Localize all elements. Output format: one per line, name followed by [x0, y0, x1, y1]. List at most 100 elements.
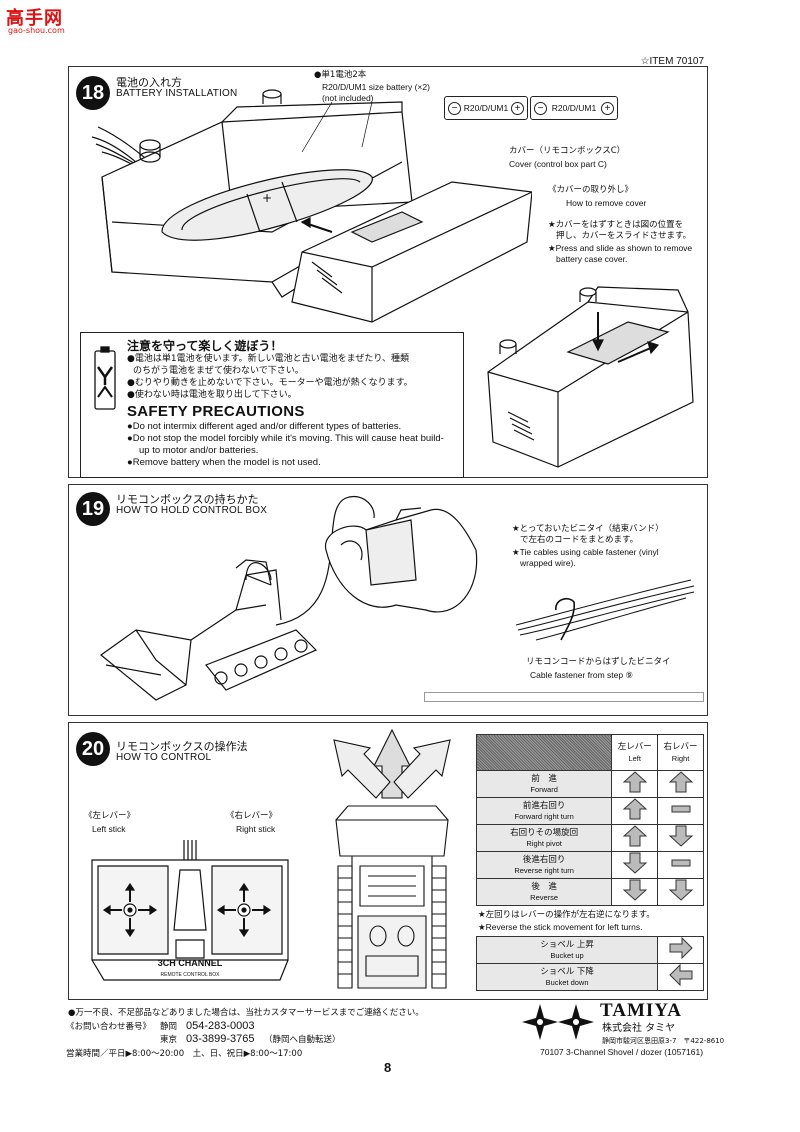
divider-strip — [424, 692, 704, 702]
inquiry-label: 《お問い合わせ番号》 — [66, 1022, 152, 1032]
phone-shizuoka: 054-283-0003 — [186, 1020, 255, 1032]
safety-precautions-box: 注意を守って楽しく遊ぼう！ ●電池は単1電池を使います。新しい電池と古い電池をま… — [80, 332, 464, 478]
arrow-left-icon — [657, 963, 704, 991]
cable-fastener-illustration — [516, 579, 695, 641]
city-tokyo: 東京 — [160, 1035, 178, 1045]
remove-note-en1: ★Press and slide as shown to remove — [548, 243, 693, 253]
battery-plus: + — [601, 101, 614, 115]
battery-plus: + — [511, 101, 524, 115]
battery-note-jp: ●単1電池2本 — [314, 70, 367, 80]
tie-note-jp2: で左右のコードをまとめます。 — [520, 535, 639, 545]
phone-tokyo: 03-3899-3765 — [186, 1033, 255, 1045]
arrow-up-icon — [611, 824, 659, 852]
arrow-down-icon — [657, 878, 704, 906]
safety-jp-line-2: のちがう電池をまぜて使わないで下さい。 — [133, 366, 304, 376]
control-box-diagram: 3CH CHANNEL REMOTE CONTROL BOX — [91, 840, 289, 981]
svg-text:+: + — [262, 191, 272, 205]
arrow-down-icon — [657, 824, 704, 852]
watermark-title: 高手网 — [6, 8, 63, 29]
battery-note-en1: R20/D/UM1 size battery (×2) — [322, 82, 430, 92]
city-shizuoka: 静岡 — [160, 1022, 178, 1032]
step-20-title-en: HOW TO CONTROL — [116, 752, 212, 763]
safety-en-line-4: ●Remove battery when the model is not us… — [127, 457, 321, 468]
remove-cover-title-en: How to remove cover — [566, 198, 647, 208]
step-20-number: 20 — [76, 732, 110, 766]
step-18-number: 18 — [76, 76, 110, 110]
vehicle-top-view-illustration — [333, 728, 451, 989]
company-name: 株式会社 タミヤ — [602, 1023, 676, 1034]
safety-jp-line-4: ●使わない時は電池を取り出して下さい。 — [127, 390, 297, 400]
remove-cover-title-jp: 《カバーの取り外し》 — [548, 185, 634, 195]
remove-cover-illustration — [487, 286, 694, 468]
neutral-bar-icon — [657, 851, 704, 879]
remove-note-jp2: 押し、カバーをスライドさせます。 — [556, 231, 692, 241]
auto-forward-note: （静岡へ自動転送） — [264, 1035, 341, 1045]
step-19-title-en: HOW TO HOLD CONTROL BOX — [116, 505, 268, 516]
safety-en-line-1: ●Do not intermix different aged and/or d… — [127, 421, 402, 432]
safety-title-jp: 注意を守って楽しく遊ぼう！ — [127, 339, 283, 353]
footer-note: ●万一不良、不足部品などありました場合は、当社カスタマーサービスまでご連絡くださ… — [68, 1008, 424, 1018]
arrow-down-icon — [611, 878, 659, 906]
safety-jp-line-3: ●むりやり動きを止めないで下さい。モーターや電池が熱くなります。 — [127, 378, 413, 388]
cover-label-en: Cover (control box part C) — [509, 159, 607, 169]
warning-battery-icon — [94, 346, 116, 410]
cover-label-jp: カバー（リモコンボックスC） — [509, 146, 626, 156]
battery-label: R20/D/UM1 — [463, 103, 509, 113]
item-code: ☆ITEM 70107 — [640, 56, 704, 67]
arrow-right-icon — [657, 936, 704, 964]
tie-note-en2: wrapped wire). — [520, 558, 576, 568]
control-box-label: 3CH CHANNEL — [158, 958, 223, 968]
battery-install-illustration: + — [91, 89, 532, 323]
tie-note-en1: ★Tie cables using cable fastener (vinyl — [512, 547, 659, 557]
battery-label: R20/D/UM1 — [551, 103, 597, 113]
table-header-shade — [475, 734, 613, 771]
battery-icon-2: − R20/D/UM1 + — [530, 96, 618, 120]
step-18-title-jp: 電池の入れ方 — [116, 76, 182, 89]
safety-jp-line-1: ●電池は単1電池を使います。新しい電池と古い電池をまぜたり、種類 — [127, 354, 410, 364]
step-19-number: 19 — [76, 492, 110, 526]
left-stick-en: Left stick — [92, 824, 126, 834]
battery-note-en2: (not included) — [322, 93, 374, 103]
page-number: 8 — [384, 1060, 392, 1075]
watermark-logo: 高手网 gao-shou.com — [4, 4, 86, 36]
left-stick-jp: 《左レバー》 — [84, 811, 136, 821]
right-stick-en: Right stick — [236, 824, 276, 834]
step-19-title-jp: リモコンボックスの持ちかた — [116, 493, 259, 506]
safety-en-line-3: up to motor and/or batteries. — [139, 445, 259, 456]
safety-title-en: SAFETY PRECAUTIONS — [127, 403, 305, 420]
step-20-title-jp: リモコンボックスの操作法 — [116, 740, 248, 753]
product-code: 70107 3-Channel Shovel / dozer (1057161) — [540, 1047, 704, 1057]
control-box-sub: REMOTE CONTROL BOX — [161, 972, 221, 978]
left-turn-note-en: ★Reverse the stick movement for left tur… — [478, 922, 643, 932]
fastener-label-en: Cable fastener from step ⑨ — [530, 670, 634, 680]
fastener-label-jp: リモコンコードからはずしたビニタイ — [526, 657, 671, 667]
hold-control-box-illustration — [100, 496, 478, 701]
remove-note-jp1: ★カバーをはずすときは図の位置を — [548, 220, 684, 230]
remove-note-en2: battery case cover. — [556, 254, 628, 264]
battery-minus: − — [448, 101, 461, 115]
tie-note-jp1: ★とっておいたビニタイ（結束バンド） — [512, 524, 664, 534]
company-address: 静岡市駿河区恩田原3-7 〒422-8610 — [602, 1037, 725, 1045]
battery-icon-1: − R20/D/UM1 + — [444, 96, 528, 120]
arrow-up-icon — [657, 770, 704, 798]
step-18-title-en: BATTERY INSTALLATION — [116, 88, 238, 99]
business-hours: 営業時間／平日▶8:00〜20:00 土、日、祝日▶8:00〜17:00 — [66, 1049, 303, 1059]
safety-en-line-2: ●Do not stop the model forcibly while it… — [127, 433, 444, 444]
arrow-down-icon — [611, 851, 659, 879]
left-turn-note-jp: ★左回りはレバーの操作が左右逆になります。 — [478, 910, 655, 920]
battery-minus: − — [534, 101, 547, 115]
tamiya-star-logo — [522, 1004, 594, 1040]
neutral-bar-icon — [657, 797, 704, 825]
watermark-url: gao-shou.com — [8, 26, 65, 35]
